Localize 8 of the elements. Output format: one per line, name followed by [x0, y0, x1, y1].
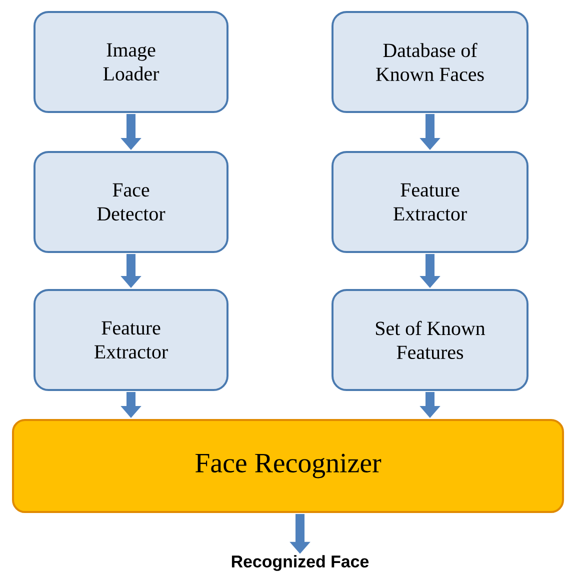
process-box: Face Recognizer	[12, 419, 564, 513]
process-box: Feature Extractor	[34, 289, 228, 391]
output-label: Recognized Face	[232, 555, 369, 571]
process-box: Face Detector	[34, 151, 228, 253]
process-box: Set of Known Features	[332, 289, 528, 391]
process-box: Database of Known Faces	[332, 11, 528, 113]
process-box: Image Loader	[34, 11, 228, 113]
process-box: Feature Extractor	[332, 151, 528, 253]
